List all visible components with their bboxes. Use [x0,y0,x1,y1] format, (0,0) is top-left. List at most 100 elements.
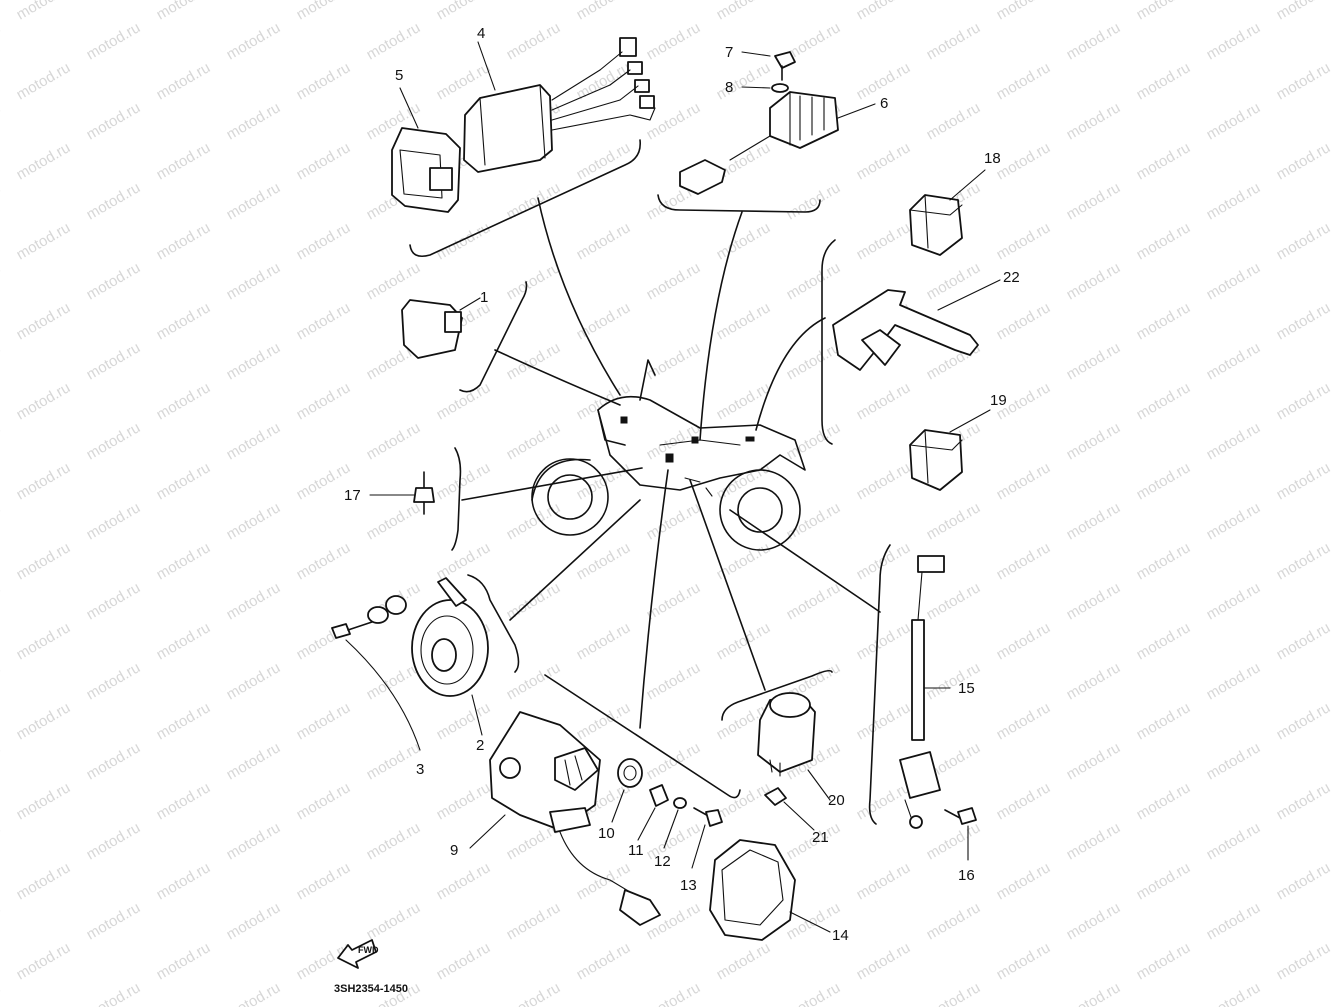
watermark-text: motod.ru [0,19,3,63]
watermark-text: motod.ru [1274,299,1334,343]
callout-18: 18 [984,150,1001,167]
watermark-text: motod.ru [364,259,424,303]
watermark-text: motod.ru [504,979,564,1007]
watermark-text: motod.ru [1274,459,1334,503]
watermark-text: motod.ru [994,0,1054,23]
callout-22: 22 [1003,269,1020,286]
callout-19: 19 [990,392,1007,409]
watermark-text: motod.ru [1204,819,1264,863]
watermark-text: motod.ru [0,579,3,623]
part-14-cover [709,839,796,941]
watermark-text: motod.ru [994,219,1054,263]
part-20-unit [757,692,816,777]
watermark-text: motod.ru [1134,219,1194,263]
watermark-text: motod.ru [1204,419,1264,463]
watermark-text: motod.ru [154,59,214,103]
watermark-text: motod.ru [994,699,1054,743]
watermark-text: motod.ru [14,779,74,823]
watermark-text: motod.ru [1134,939,1194,983]
callout-12: 12 [654,853,671,870]
part-15-sensor-lead [899,555,945,829]
watermark-text: motod.ru [154,539,214,583]
watermark-text: motod.ru [1204,979,1264,1007]
watermark-text: motod.ru [1274,139,1334,183]
callout-7: 7 [725,44,733,61]
watermark-text: motod.ru [854,619,914,663]
callout-17: 17 [344,487,361,504]
watermark-text: motod.ru [154,379,214,423]
watermark-text: motod.ru [574,699,634,743]
part-17-sensor [413,471,435,515]
watermark-text: motod.ru [714,619,774,663]
watermark-text: motod.ru [1064,739,1124,783]
watermark-text: motod.ru [84,979,144,1007]
watermark-text: motod.ru [84,819,144,863]
watermark-text: motod.ru [1204,899,1264,943]
watermark-text: motod.ru [1064,659,1124,703]
watermark-text: motod.ru [644,259,704,303]
watermark-text: motod.ru [0,339,3,383]
watermark-text: motod.ru [994,859,1054,903]
callout-1: 1 [480,289,488,306]
watermark-text: motod.ru [154,619,214,663]
watermark-text: motod.ru [84,19,144,63]
watermark-text: motod.ru [1064,579,1124,623]
watermark-text: motod.ru [854,459,914,503]
callout-8: 8 [725,79,733,96]
watermark-text: motod.ru [574,459,634,503]
watermark-text: motod.ru [504,259,564,303]
watermark-text: motod.ru [784,259,844,303]
watermark-text: motod.ru [1134,619,1194,663]
callout-9: 9 [450,842,458,859]
watermark-text: motod.ru [574,299,634,343]
watermark-text: motod.ru [84,419,144,463]
callout-15: 15 [958,680,975,697]
watermark-text: motod.ru [504,19,564,63]
watermark-text: motod.ru [224,99,284,143]
watermark-text: motod.ru [924,979,984,1007]
part-9-switch-unit [489,711,661,926]
watermark-text: motod.ru [84,659,144,703]
forward-arrow-label: FWD [358,945,379,955]
watermark-text: motod.ru [14,59,74,103]
watermark-text: motod.ru [0,979,3,1007]
watermark-text: motod.ru [434,859,494,903]
watermark-text: motod.ru [154,779,214,823]
watermark-text: motod.ru [1064,899,1124,943]
watermark-text: motod.ru [994,939,1054,983]
callout-21: 21 [812,829,829,846]
watermark-text: motod.ru [924,19,984,63]
watermark-text: motod.ru [0,739,3,783]
watermark-text: motod.ru [294,779,354,823]
watermark-text: motod.ru [364,899,424,943]
watermark-text: motod.ru [784,419,844,463]
watermark-text: motod.ru [1204,179,1264,223]
watermark-text: motod.ru [1134,779,1194,823]
watermark-text: motod.ru [994,139,1054,183]
callout-4: 4 [477,25,485,42]
watermark-text: motod.ru [1204,99,1264,143]
watermark-text: motod.ru [434,379,494,423]
watermark-text: motod.ru [14,619,74,663]
watermark-text: motod.ru [154,939,214,983]
watermark-text: motod.ru [364,419,424,463]
watermark-text: motod.ru [1274,379,1334,423]
watermark-text: motod.ru [1134,0,1194,23]
watermark-text: motod.ru [854,939,914,983]
watermark-text: motod.ru [1064,499,1124,543]
part-2-horn [411,577,489,697]
watermark-text: motod.ru [0,899,3,943]
watermark-text: motod.ru [1274,0,1334,23]
watermark-text: motod.ru [84,99,144,143]
part-4-ignitor-unit [463,37,656,173]
group-brackets [409,139,891,825]
watermark-text: motod.ru [14,459,74,503]
watermark-text: motod.ru [154,0,214,23]
leader-lines [461,197,881,729]
watermark-text: motod.ru [224,979,284,1007]
watermark-text: motod.ru [224,579,284,623]
part-6-rectifier [679,91,839,195]
watermark-text: motod.ru [714,59,774,103]
